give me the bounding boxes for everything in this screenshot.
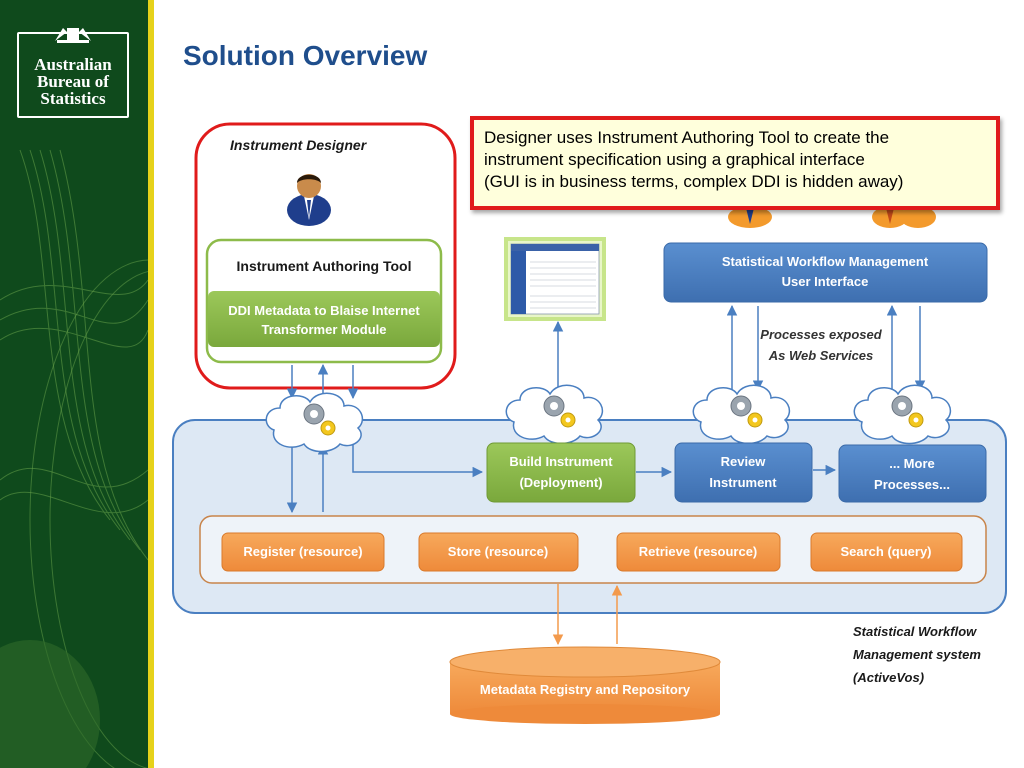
system-label-line-2: Management system bbox=[853, 647, 981, 662]
search-query-label: Search (query) bbox=[840, 544, 931, 559]
callout-line-1: Designer uses Instrument Authoring Tool … bbox=[484, 128, 890, 147]
system-label-line-1: Statistical Workflow bbox=[853, 624, 977, 639]
build-instrument-box bbox=[486, 442, 636, 503]
reviewer-people-icon bbox=[728, 206, 772, 228]
review-instrument-box bbox=[674, 442, 813, 503]
web-service-cloud-3 bbox=[692, 384, 791, 445]
sidebar-stripe bbox=[148, 0, 154, 768]
web-services-note-line-1: Processes exposed bbox=[760, 327, 882, 342]
web-service-cloud-4 bbox=[853, 384, 952, 445]
sidebar: Australian Bureau of Statistics bbox=[0, 0, 148, 768]
abs-logo: Australian Bureau of Statistics bbox=[17, 28, 129, 118]
more-processes-box bbox=[838, 444, 987, 503]
transformer-module-line-1: DDI Metadata to Blaise Internet bbox=[228, 303, 420, 318]
retrieve-resource-box bbox=[616, 532, 781, 572]
slide-title: Solution Overview bbox=[183, 40, 428, 71]
register-resource-label: Register (resource) bbox=[243, 544, 362, 559]
transformer-module-line-2: Transformer Module bbox=[262, 322, 387, 337]
instrument-screenshot-thumbnail bbox=[504, 237, 606, 321]
register-resource-box bbox=[221, 532, 385, 572]
workflow-ui-box bbox=[663, 242, 988, 303]
callout-line-3: (GUI is in business terms, complex DDI i… bbox=[484, 172, 904, 191]
build-instrument-line-2: (Deployment) bbox=[519, 475, 602, 490]
web-services-note-line-2: As Web Services bbox=[768, 348, 874, 363]
callout-line-2: instrument specification using a graphic… bbox=[484, 150, 865, 169]
more-processes-line-2: Processes... bbox=[874, 477, 950, 492]
workflow-ui-line-2: User Interface bbox=[782, 274, 869, 289]
web-service-cloud-2 bbox=[505, 384, 604, 445]
designer-person-icon bbox=[287, 174, 331, 226]
system-label-line-3: (ActiveVos) bbox=[853, 670, 924, 685]
retrieve-resource-label: Retrieve (resource) bbox=[639, 544, 758, 559]
build-instrument-line-1: Build Instrument bbox=[509, 454, 613, 469]
instrument-designer-title: Instrument Designer bbox=[230, 137, 368, 153]
store-resource-box bbox=[418, 532, 579, 572]
coat-of-arms-icon bbox=[55, 28, 91, 43]
authoring-tool-label: Instrument Authoring Tool bbox=[237, 258, 412, 274]
web-service-cloud-1 bbox=[265, 392, 364, 453]
metadata-repository-cylinder bbox=[449, 646, 721, 724]
workflow-ui-line-1: Statistical Workflow Management bbox=[722, 254, 929, 269]
search-query-box bbox=[810, 532, 963, 572]
more-processes-line-1: ... More bbox=[889, 456, 935, 471]
stakeholder-people-icon bbox=[872, 206, 936, 228]
logo-line-2: Bureau of bbox=[37, 72, 109, 91]
arrow-cloud1-to-build bbox=[352, 445, 484, 478]
resource-services-container bbox=[199, 515, 987, 584]
store-resource-label: Store (resource) bbox=[448, 544, 548, 559]
logo-line-3: Statistics bbox=[40, 89, 106, 108]
sidebar-swirl-graphic bbox=[0, 149, 148, 768]
designer-callout: Designer uses Instrument Authoring Tool … bbox=[470, 116, 1000, 210]
review-instrument-line-2: Instrument bbox=[709, 475, 777, 490]
transformer-module-box bbox=[208, 291, 440, 347]
logo-line-1: Australian bbox=[34, 55, 112, 74]
review-instrument-line-1: Review bbox=[721, 454, 767, 469]
metadata-repository-label: Metadata Registry and Repository bbox=[480, 682, 691, 697]
